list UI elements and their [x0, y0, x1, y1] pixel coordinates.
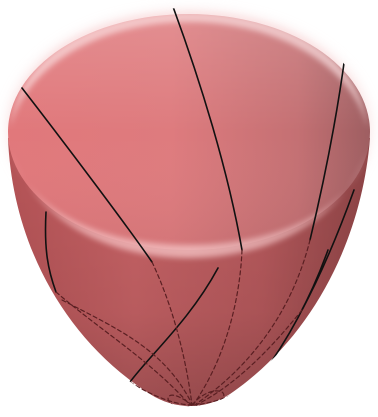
paraboloid-figure [0, 0, 378, 417]
paraboloid-svg [0, 0, 378, 417]
